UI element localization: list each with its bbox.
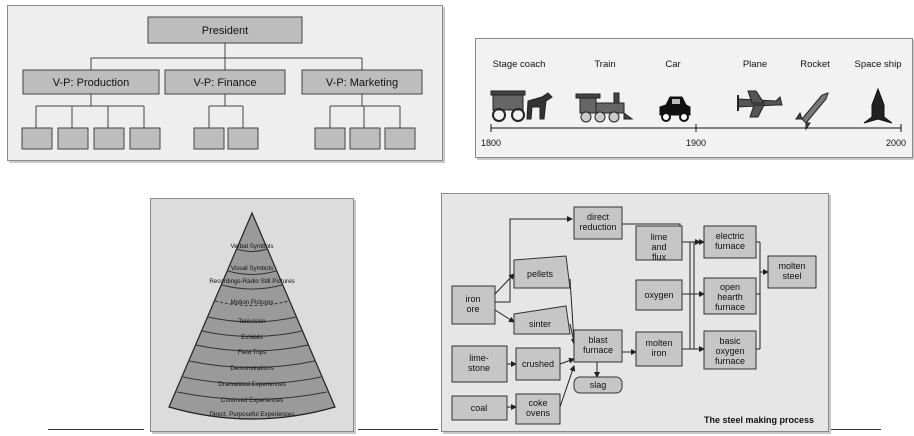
bottom-rule [831,429,881,430]
axis-label-2000: 2000 [886,138,906,148]
sub-box [93,127,125,150]
president-label: President [202,25,248,37]
timeline-label-spaceship: Space ship [854,59,901,70]
bottom-rule [48,429,144,430]
timeline-axis [490,124,902,132]
sinter-box [513,305,571,335]
org-chart-panel: President V-P: Production V-P: Finance V… [7,5,443,161]
timeline-label-rocket: Rocket [800,59,830,70]
cone-layer-demonstrations: Demonstrations [230,365,273,372]
axis-label-1800: 1800 [481,138,501,148]
sub-box [384,127,416,150]
cone-layer-motion: Motion Pictures [231,299,274,306]
vp-marketing-box: V-P: Marketing [301,69,423,95]
plane-icon [737,90,783,118]
sub-box [314,127,346,150]
crushed-box [515,347,561,381]
cone-layer-direct: Direct, Purposeful Experiences [210,411,295,418]
stagecoach-icon [490,90,553,122]
sub-box [349,127,381,150]
molten-iron-box [635,331,683,367]
electric-furnace-box [703,225,757,259]
direct-reduction-box [573,206,623,240]
timeline-label-stagecoach: Stage coach [493,59,546,70]
pellets-label: pellets [527,269,554,279]
oxygen-box [635,279,683,311]
transport-timeline-panel: Stage coach Train Car Plane Rocket Space… [475,38,913,158]
limestone-box [451,345,508,383]
slag-box [573,376,623,394]
president-box: President [147,16,303,44]
cone-layer-dramatized: Dramatized Experiences [218,381,285,388]
sub-box [129,127,161,150]
org-chart: President V-P: Production V-P: Finance V… [21,16,423,150]
vp-marketing-label: V-P: Marketing [326,77,398,89]
pellets-box [513,255,571,289]
vp-finance-box: V-P: Finance [164,69,286,95]
sinter-label: sinter [529,319,551,329]
basic-oxygen-box [703,330,757,370]
coal-box [451,395,508,421]
cone-layer-exhibits: Exhibits [241,334,263,341]
cone-layer-verbal: Verbal Symbols [231,243,274,250]
sub-box [193,127,225,150]
vp-production-box: V-P: Production [22,69,160,95]
coal-label: coal [471,403,488,413]
cone-of-experience: Verbal Symbols Visual Symbols Recordings… [168,211,336,420]
molten-steel-box [767,255,817,289]
timeline-label-train: Train [594,59,615,70]
blast-furnace-box [573,329,623,363]
oxygen-label: oxygen [644,290,673,300]
cone-layer-contrived: Contrived Experiences [221,397,283,404]
crushed-label: crushed [522,359,554,369]
timeline-label-car: Car [665,59,680,70]
rocket-icon [795,92,829,131]
cone-layer-fieldtrips: Field Trips [238,349,267,356]
cone-layer-visual: Visual Symbols [231,265,273,272]
cone-layer-television: Television [238,318,266,325]
axis-label-1900: 1900 [686,138,706,148]
limestone-label: lime-stone [468,353,490,373]
coke-ovens-box [515,393,561,425]
sub-box [21,127,53,150]
timeline-label-plane: Plane [743,59,767,70]
steel-process-title: The steel making process [704,415,814,425]
sub-box [57,127,89,150]
open-hearth-box [703,277,757,315]
slag-label: slag [590,380,607,390]
cone-layer-recordings: Recordings-Radio Still Pictures [209,278,294,285]
bottom-rule [358,429,438,430]
sub-box [227,127,259,150]
train-icon [575,92,634,123]
cone-of-experience-panel: Verbal Symbols Visual Symbols Recordings… [150,198,354,432]
vp-finance-label: V-P: Finance [194,77,257,89]
vp-production-label: V-P: Production [53,77,129,89]
lime-flux-box [635,225,683,261]
car-icon [659,96,691,122]
iron-ore-box [451,285,496,325]
transport-timeline: Stage coach Train Car Plane Rocket Space… [481,59,906,148]
spaceship-icon [863,87,893,124]
